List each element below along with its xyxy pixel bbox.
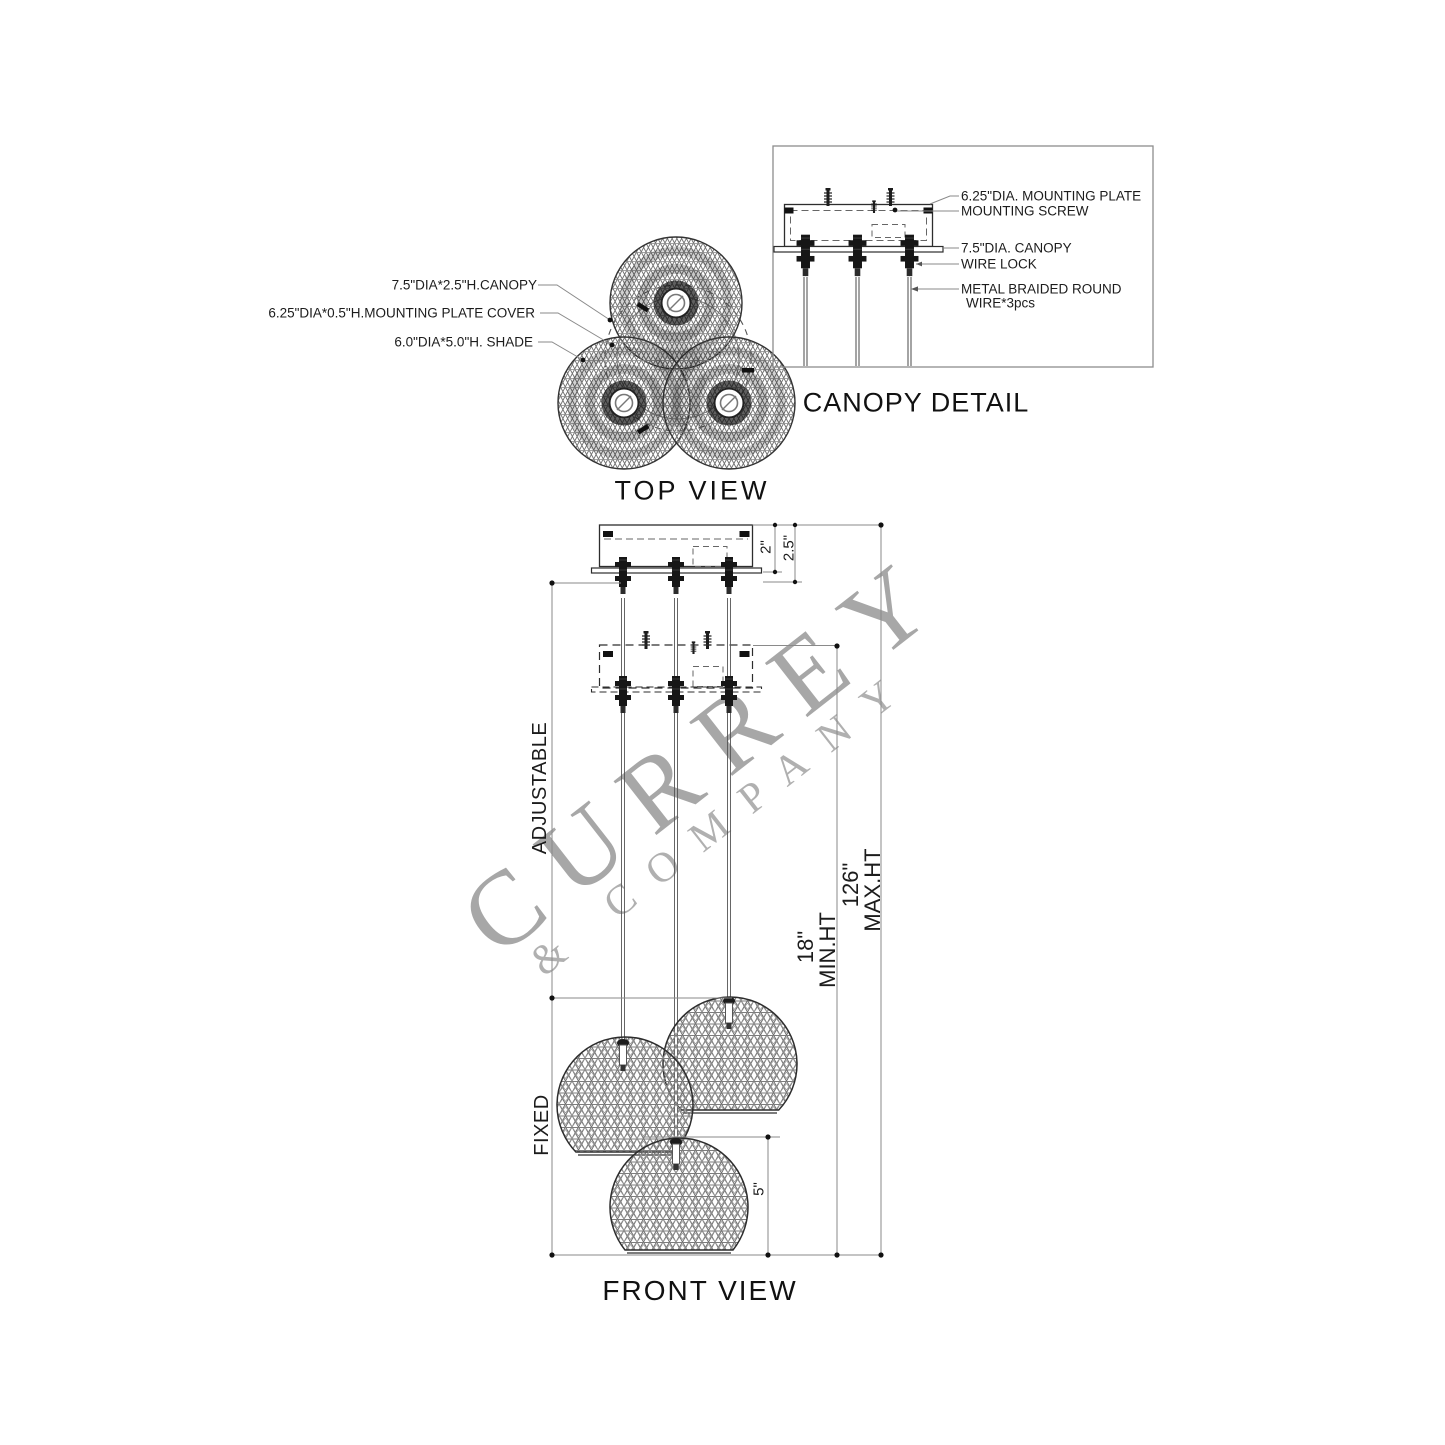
front-view-title: FRONT VIEW (602, 1275, 798, 1306)
bulb-symbol (719, 393, 739, 413)
callout-mounting-plate: 6.25"DIA. MOUNTING PLATE (961, 188, 1142, 204)
bulb-symbol (666, 293, 686, 313)
callout-canopy-dia: 7.5"DIA. CANOPY (961, 240, 1072, 256)
dimension-dots (549, 522, 884, 1258)
top-view-drawing (538, 236, 796, 470)
callout-canopy-size: 7.5"DIA*2.5"H.CANOPY (391, 277, 537, 293)
callout-mounting-screw: MOUNTING SCREW (961, 203, 1089, 219)
front-view-shade-center (609, 1137, 749, 1254)
callout-metal-braided-wire: METAL BRAIDED ROUND (961, 281, 1122, 297)
top-view-title: TOP VIEW (614, 475, 770, 506)
dim-min-height-value: 18" (793, 930, 818, 964)
detail-leader-lines (897, 195, 959, 290)
dim-shade-height: 5" (750, 1182, 768, 1196)
dim-adjustable: ADJUSTABLE (529, 721, 551, 855)
top-view-shade-right (662, 336, 796, 470)
dim-max-height-label: MAX.HT (860, 848, 885, 932)
detail-frame (772, 145, 1154, 368)
top-view-leader-lines (538, 284, 613, 361)
callout-wire-lock: WIRE LOCK (961, 256, 1037, 272)
canopy-detail-drawing (772, 145, 1154, 368)
dim-min-height-label: MIN.HT (815, 912, 840, 988)
callout-mounting-plate-cover-size: 6.25"DIA*0.5"H.MOUNTING PLATE COVER (268, 305, 535, 321)
front-view-drawing (549, 522, 884, 1258)
canopy-detail-title: CANOPY DETAIL (802, 387, 1030, 418)
bulb-symbol (614, 393, 634, 413)
dim-canopy-total-height: 2.5" (780, 534, 798, 562)
dim-max-height-value: 126" (838, 862, 863, 908)
dim-canopy-height: 2" (757, 540, 775, 554)
dim-fixed: FIXED (531, 1094, 553, 1156)
callout-shade-size: 6.0"DIA*5.0"H. SHADE (394, 334, 533, 350)
callout-wire-qty: WIRE*3pcs (966, 295, 1036, 311)
